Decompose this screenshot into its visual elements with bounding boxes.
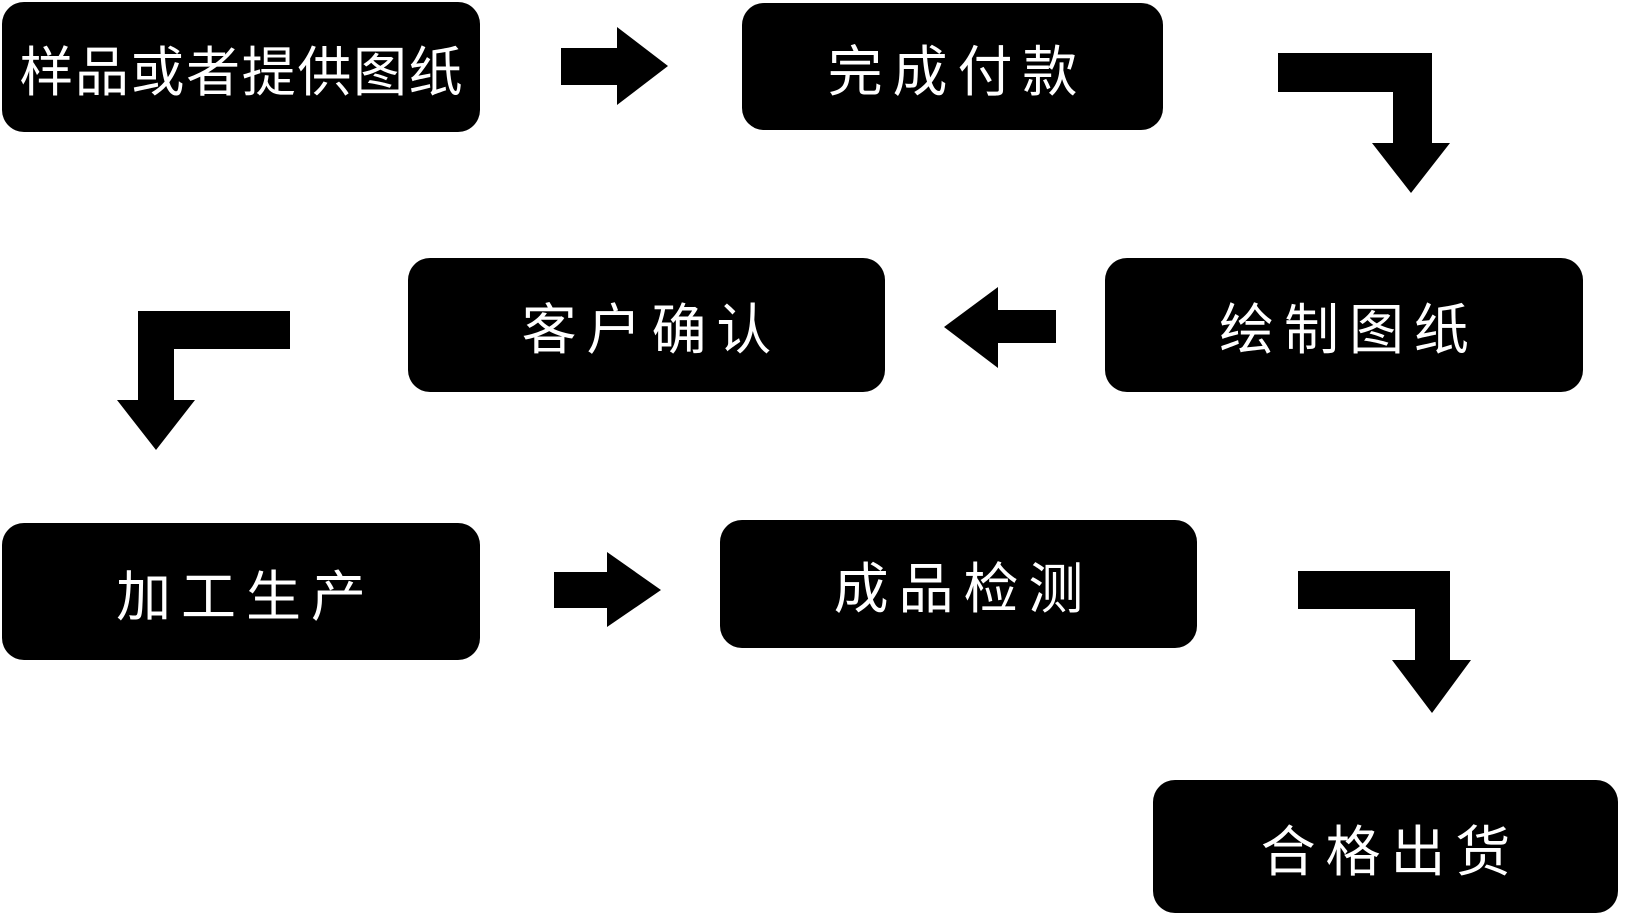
flow-node-draw-drawings: 绘制图纸 — [1105, 258, 1583, 392]
flow-node-processing-production: 加工生产 — [2, 523, 480, 660]
flow-node-label: 完成付款 — [827, 39, 1088, 104]
arrow-elbow-payment-to-draw-icon — [1278, 53, 1450, 193]
flow-node-qualified-shipment: 合格出货 — [1153, 780, 1618, 913]
flow-node-complete-payment: 完成付款 — [742, 3, 1163, 130]
flow-node-label: 合格出货 — [1260, 819, 1521, 884]
flow-node-label: 绘制图纸 — [1219, 298, 1479, 362]
arrow-right-sample-to-payment-icon — [561, 27, 668, 105]
arrow-right-produce-to-inspect-icon — [554, 552, 661, 627]
flow-node-label: 加工生产 — [116, 564, 376, 629]
flow-node-customer-confirmation: 客户确认 — [408, 258, 885, 392]
flow-node-label: 样品或者提供图纸 — [19, 40, 465, 104]
flow-node-finished-product-inspection: 成品检测 — [720, 520, 1197, 648]
flow-node-sample-or-drawing: 样品或者提供图纸 — [2, 2, 480, 132]
arrow-left-draw-to-confirm-icon — [944, 287, 1056, 368]
flow-node-label: 客户确认 — [521, 298, 782, 362]
arrow-elbow-inspect-to-ship-icon — [1298, 571, 1471, 713]
arrow-elbow-confirm-to-produce-icon — [117, 311, 290, 450]
flow-node-label: 成品检测 — [833, 557, 1094, 621]
